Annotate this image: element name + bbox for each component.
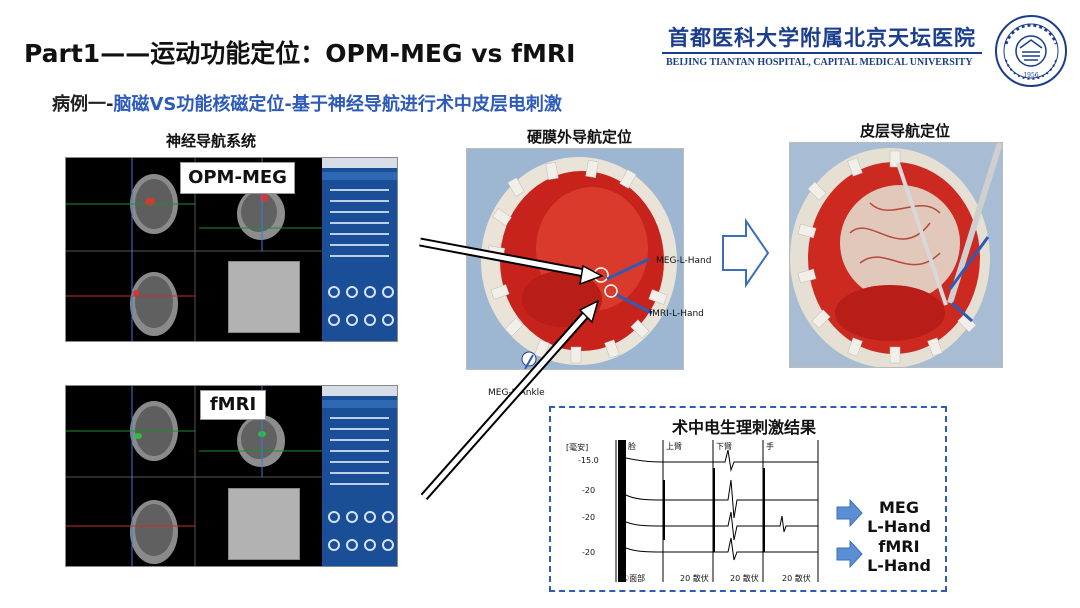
- ieeg-column-label: 脸: [628, 442, 636, 451]
- result-meg-line2: L-Hand: [867, 517, 931, 536]
- ieeg-y-label: -15.0: [578, 456, 599, 465]
- cortex-field-illustration: [790, 143, 1002, 367]
- nav-tool-button[interactable]: [328, 286, 340, 298]
- ieeg-y-label: -20: [582, 548, 596, 557]
- result-fmri-line2: L-Hand: [867, 556, 931, 575]
- nav-tool-button[interactable]: [364, 539, 376, 551]
- ieeg-trace-panel: [毫安] -15.0 -20 -20 -20 脸 上臂 下臂 手 ①面部 20 …: [560, 440, 822, 585]
- nav-tool-button[interactable]: [328, 314, 340, 326]
- mri-views-meg: [66, 158, 324, 341]
- result-meg-line1: MEG: [879, 498, 919, 517]
- photo-cortex: [789, 142, 1003, 368]
- arrow-result-fmri: [836, 539, 863, 569]
- ieeg-unit-label: [毫安]: [566, 443, 589, 452]
- ieeg-footer-label: 20 散伏: [782, 574, 811, 583]
- ieeg-results-title: 术中电生理刺激结果: [672, 418, 817, 437]
- case-subtitle-prefix: 病例一-: [52, 94, 114, 115]
- redacted-3d-view-fmri: [228, 488, 300, 560]
- hospital-name-cn: 首都医科大学附属北京天坛医院: [668, 25, 976, 50]
- caption-cortex: 皮层导航定位: [860, 122, 951, 140]
- nav-tool-button[interactable]: [364, 511, 376, 523]
- annotation-fmri-l-hand: fMRI-L-Hand: [649, 309, 704, 319]
- photo-epidural: [466, 148, 684, 370]
- result-fmri-line1: fMRI: [878, 537, 920, 556]
- hospital-name-en: BEIJING TIANTAN HOSPITAL, CAPITAL MEDICA…: [666, 57, 973, 68]
- nav-tool-button[interactable]: [346, 539, 358, 551]
- mri-views-fmri: [66, 386, 324, 566]
- arrow-epidural-to-cortex: [722, 217, 770, 289]
- ieeg-footer-label: 20 散伏: [730, 574, 759, 583]
- ieeg-y-label: -20: [582, 513, 596, 522]
- caption-epidural: 硬膜外导航定位: [527, 128, 633, 146]
- nav-tool-button[interactable]: [364, 314, 376, 326]
- ieeg-results-frame: [549, 406, 947, 592]
- nav-tool-button[interactable]: [382, 511, 394, 523]
- header-divider: [662, 52, 982, 54]
- result-meg-l-hand: MEG L-Hand: [864, 498, 934, 536]
- ieeg-column-label: 手: [766, 442, 774, 451]
- arrow-fmri-to-epidural: [420, 299, 600, 500]
- nav-tool-button[interactable]: [346, 314, 358, 326]
- nav-tool-button[interactable]: [346, 511, 358, 523]
- nav-tool-button[interactable]: [364, 286, 376, 298]
- nav-software-panel-fmri: [322, 386, 397, 566]
- ieeg-y-label: -20: [582, 486, 596, 495]
- arrow-meg-to-epidural: [419, 237, 604, 286]
- ieeg-column-label: 上臂: [666, 442, 682, 451]
- nav-tool-button[interactable]: [328, 511, 340, 523]
- epidural-field-illustration: [467, 149, 683, 369]
- case-subtitle: 病例一-脑磁VS功能核磁定位-基于神经导航进行术中皮层电刺激: [52, 90, 562, 116]
- label-opm-meg: OPM-MEG: [180, 162, 295, 194]
- nav-tool-button[interactable]: [346, 286, 358, 298]
- annotation-meg-l-hand: MEG-L-Hand: [656, 256, 712, 266]
- redacted-3d-view-meg: [228, 261, 300, 333]
- result-fmri-l-hand: fMRI L-Hand: [864, 537, 934, 575]
- label-fmri: fMRI: [200, 390, 266, 420]
- nav-software-panel-meg: [322, 158, 397, 341]
- ieeg-column-label: 下臂: [716, 442, 732, 451]
- caption-nav-system: 神经导航系统: [166, 132, 257, 150]
- logo-year: 1956: [1023, 72, 1038, 79]
- arrow-result-meg: [836, 498, 863, 528]
- case-subtitle-highlight: 脑磁VS功能核磁定位-基于神经导航进行术中皮层电刺激: [113, 94, 562, 115]
- ieeg-footer-label: ①面部: [622, 574, 646, 583]
- nav-tool-button[interactable]: [328, 539, 340, 551]
- slide-title: Part1——运动功能定位：OPM-MEG vs fMRI: [24, 39, 576, 68]
- ieeg-waveforms: [615, 440, 819, 582]
- ieeg-footer-label: 20 散伏: [680, 574, 709, 583]
- nav-tool-button[interactable]: [382, 314, 394, 326]
- hospital-logo: 1956: [995, 15, 1067, 87]
- nav-tool-button[interactable]: [382, 539, 394, 551]
- nav-tool-button[interactable]: [382, 286, 394, 298]
